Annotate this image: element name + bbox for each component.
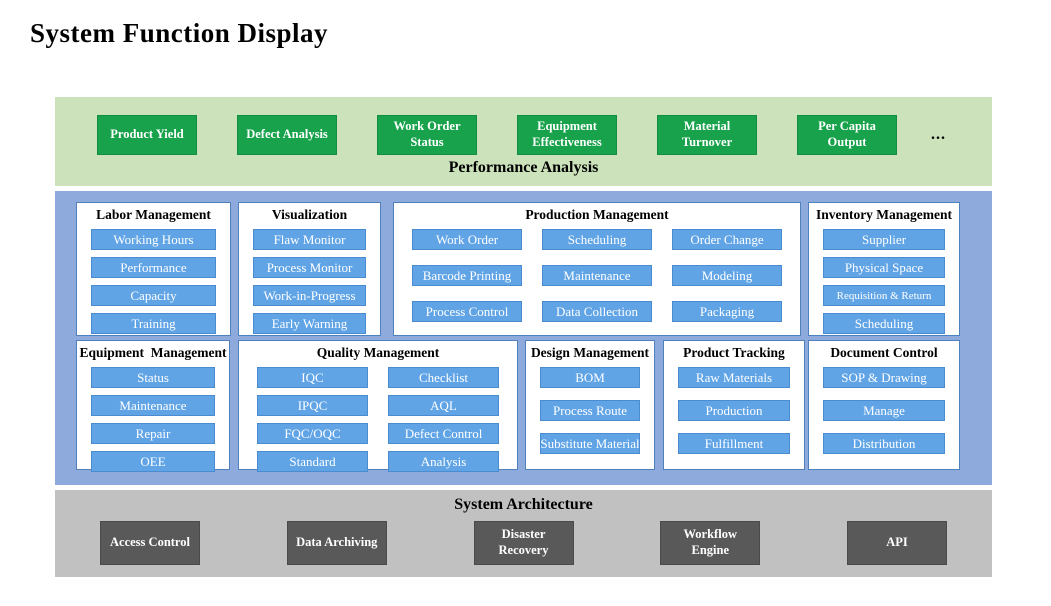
module-button-requisition-return[interactable]: Requisition & Return xyxy=(823,285,945,306)
module-button-sop-drawing[interactable]: SOP & Drawing xyxy=(823,367,945,388)
module-button-working-hours[interactable]: Working Hours xyxy=(91,229,216,250)
arch-button-api[interactable]: API xyxy=(847,521,947,565)
module-button-substitute-material[interactable]: Substitute Material xyxy=(540,433,640,454)
performance-analysis-label: Performance Analysis xyxy=(448,159,599,176)
module-button-status[interactable]: Status xyxy=(91,367,215,388)
module-button-scheduling[interactable]: Scheduling xyxy=(542,229,652,250)
module-button-capacity[interactable]: Capacity xyxy=(91,285,216,306)
module-button-physical-space[interactable]: Physical Space xyxy=(823,257,945,278)
module-card-title: Product Tracking xyxy=(683,345,785,360)
module-button-data-collection[interactable]: Data Collection xyxy=(542,301,652,322)
module-button-performance[interactable]: Performance xyxy=(91,257,216,278)
module-button-bom[interactable]: BOM xyxy=(540,367,640,388)
module-button-barcode-printing[interactable]: Barcode Printing xyxy=(412,265,522,286)
module-button-early-warning[interactable]: Early Warning xyxy=(253,313,366,334)
module-button-iqc[interactable]: IQC xyxy=(257,367,368,388)
module-button-distribution[interactable]: Distribution xyxy=(823,433,945,454)
module-button-training[interactable]: Training xyxy=(91,313,216,334)
module-button-production[interactable]: Production xyxy=(678,400,790,421)
perf-button-per-capita-output[interactable]: Per Capita Output xyxy=(797,115,897,155)
module-button-fulfillment[interactable]: Fulfillment xyxy=(678,433,790,454)
architecture-buttons-row: Access Control Data Archiving Disaster Rec… xyxy=(55,521,992,565)
module-card-title: Document Control xyxy=(830,345,938,360)
system-architecture-label: System Architecture xyxy=(454,496,593,513)
module-button-work-order[interactable]: Work Order xyxy=(412,229,522,250)
module-button-manage[interactable]: Manage xyxy=(823,400,945,421)
module-card-title: Labor Management xyxy=(96,207,211,222)
module-button-fqc-oqc[interactable]: FQC/OQC xyxy=(257,423,368,444)
module-button-defect-control[interactable]: Defect Control xyxy=(388,423,499,444)
module-button-ipqc[interactable]: IPQC xyxy=(257,395,368,416)
module-button-maintenance[interactable]: Maintenance xyxy=(91,395,215,416)
performance-analysis-band: Product Yield Defect Analysis Work Order S… xyxy=(55,97,992,186)
perf-button-material-turnover[interactable]: Material Turnover xyxy=(657,115,757,155)
arch-button-data-archiving[interactable]: Data Archiving xyxy=(286,521,387,565)
page-title: System Function Display xyxy=(30,18,329,48)
module-card-title: Design Management xyxy=(530,345,650,360)
perf-button-work-order-status[interactable]: Work Order Status xyxy=(377,115,477,155)
module-button-raw-materials[interactable]: Raw Materials xyxy=(678,367,790,388)
module-button-process-route[interactable]: Process Route xyxy=(540,400,640,421)
module-button-flaw-monitor[interactable]: Flaw Monitor xyxy=(253,229,366,250)
arch-button-disaster-recovery[interactable]: Disaster Recovery xyxy=(473,521,574,565)
perf-button-defect-analysis[interactable]: Defect Analysis xyxy=(237,115,337,155)
module-button-checklist[interactable]: Checklist xyxy=(388,367,499,388)
module-card-title: Quality Management xyxy=(316,345,440,360)
module-button-work-in-progress[interactable]: Work-in-Progress xyxy=(253,285,366,306)
performance-buttons-row: Product Yield Defect Analysis Work Order S… xyxy=(97,115,946,155)
module-button-scheduling[interactable]: Scheduling xyxy=(823,313,945,334)
more-ellipsis: ... xyxy=(931,126,946,143)
module-button-order-change[interactable]: Order Change xyxy=(672,229,782,250)
module-button-standard[interactable]: Standard xyxy=(257,451,368,472)
perf-button-equipment-effectiveness[interactable]: Equipment Effectiveness xyxy=(517,115,617,155)
module-button-supplier[interactable]: Supplier xyxy=(823,229,945,250)
module-button-process-control[interactable]: Process Control xyxy=(412,301,522,322)
module-button-repair[interactable]: Repair xyxy=(91,423,215,444)
module-button-maintenance[interactable]: Maintenance xyxy=(542,265,652,286)
module-button-oee[interactable]: OEE xyxy=(91,451,215,472)
arch-button-access-control[interactable]: Access Control xyxy=(100,521,200,565)
module-card-title: Visualization xyxy=(271,207,348,222)
module-card-title: Production Management xyxy=(525,207,669,222)
module-button-aql[interactable]: AQL xyxy=(388,395,499,416)
perf-button-product-yield[interactable]: Product Yield xyxy=(97,115,197,155)
module-card-title: Inventory Management xyxy=(815,207,953,222)
module-card-title: Equipment Management xyxy=(79,345,227,360)
system-architecture-band: System Architecture Access Control Data A… xyxy=(55,490,992,577)
module-button-modeling[interactable]: Modeling xyxy=(672,265,782,286)
arch-button-workflow-engine[interactable]: Workflow Engine xyxy=(660,521,761,565)
module-button-analysis[interactable]: Analysis xyxy=(388,451,499,472)
module-button-process-monitor[interactable]: Process Monitor xyxy=(253,257,366,278)
module-button-packaging[interactable]: Packaging xyxy=(672,301,782,322)
